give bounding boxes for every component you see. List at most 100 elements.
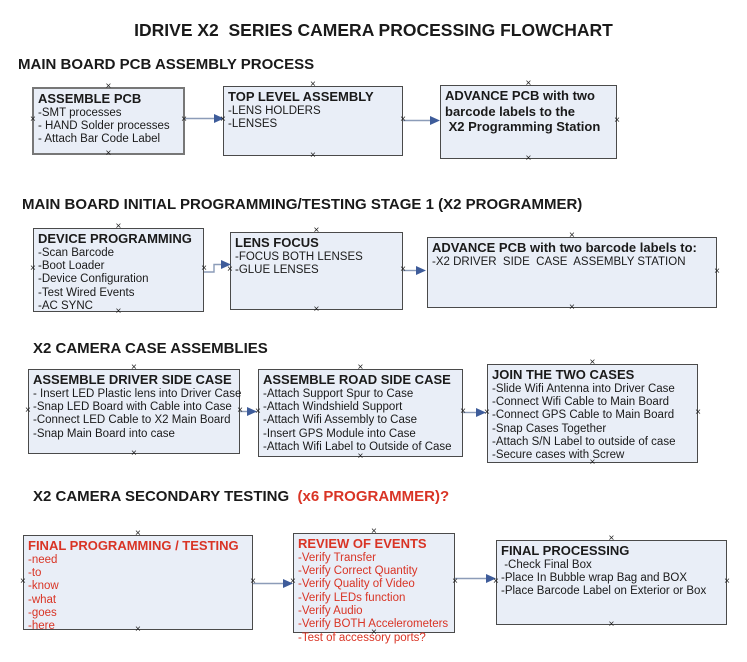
box-item: -Snap Main Board into case bbox=[33, 427, 175, 440]
connection-handle-icon bbox=[20, 577, 26, 587]
box-title: FINAL PROGRAMMING / TESTING bbox=[28, 538, 239, 553]
connector-elbow-arrow bbox=[204, 260, 231, 273]
connection-handle-icon bbox=[250, 577, 256, 587]
connection-handle-icon bbox=[609, 534, 615, 544]
flow-box-device-programming: DEVICE PROGRAMMING -Scan Barcode -Boot L… bbox=[33, 228, 204, 312]
box-item: -need bbox=[28, 553, 58, 566]
box-item: -Verify Correct Quantity bbox=[298, 564, 418, 577]
connection-handle-icon bbox=[371, 527, 377, 537]
connection-handle-icon bbox=[484, 408, 490, 418]
box-item: -Attach Wifi Label to Outside of Case bbox=[263, 440, 452, 453]
box-item: -Test of accessory ports? bbox=[298, 631, 426, 644]
box-item: -Secure cases with Screw bbox=[492, 449, 625, 462]
connection-handle-icon bbox=[30, 264, 36, 274]
box-item: -Test Wired Events bbox=[38, 286, 135, 299]
box-item: -AC SYNC bbox=[38, 299, 93, 312]
flow-box-lens-focus: LENS FOCUS -FOCUS BOTH LENSES -GLUE LENS… bbox=[230, 232, 403, 310]
connection-handle-icon bbox=[314, 226, 320, 236]
connection-handle-icon bbox=[358, 452, 364, 462]
connection-handle-icon bbox=[400, 115, 406, 125]
flow-box-top-level-assembly: TOP LEVEL ASSEMBLY -LENS HOLDERS -LENSES bbox=[223, 86, 403, 156]
box-title-line: barcode labels to the bbox=[445, 103, 576, 119]
box-item: -Attach Windshield Support bbox=[263, 400, 403, 413]
connection-handle-icon bbox=[106, 82, 112, 92]
box-item: -to bbox=[28, 566, 42, 579]
box-item: -Insert GPS Module into Case bbox=[263, 427, 416, 440]
box-item: -Verify LEDs function bbox=[298, 591, 406, 604]
box-title: TOP LEVEL ASSEMBLY bbox=[228, 89, 374, 104]
box-item: -here bbox=[28, 620, 55, 633]
section-header-pcb-assembly: MAIN BOARD PCB ASSEMBLY PROCESS bbox=[18, 56, 315, 73]
connection-handle-icon bbox=[135, 625, 141, 635]
flow-box-final-programming-testing: FINAL PROGRAMMING / TESTING -need -to -k… bbox=[20, 535, 256, 633]
connection-handle-icon bbox=[310, 80, 316, 90]
box-item: -GLUE LENSES bbox=[235, 263, 319, 276]
section-header-black-part: X2 CAMERA SECONDARY TESTING bbox=[33, 488, 298, 505]
connection-handle-icon bbox=[452, 577, 458, 587]
box-item: -Slide Wifi Antenna into Driver Case bbox=[492, 382, 675, 395]
box-item: - Insert LED Plastic lens into Driver Ca… bbox=[33, 387, 242, 400]
box-item: -Boot Loader bbox=[38, 259, 105, 272]
page-title: IDRIVE X2 SERIES CAMERA PROCESSING FLOWC… bbox=[134, 20, 613, 40]
box-item: -Snap LED Board with Cable into Case bbox=[33, 400, 232, 413]
section-header-red-part: (x6 PROGRAMMER)? bbox=[297, 488, 450, 505]
flow-box-advance-pcb-programming-station: ADVANCE PCB with two barcode labels to t… bbox=[440, 85, 617, 159]
connector-arrow bbox=[403, 266, 426, 275]
connection-handle-icon bbox=[135, 529, 141, 539]
connector-arrow bbox=[403, 116, 440, 125]
connector-arrow bbox=[253, 579, 293, 588]
box-item: -Snap Cases Together bbox=[492, 422, 607, 435]
connection-handle-icon bbox=[220, 115, 226, 125]
connection-handle-icon bbox=[569, 231, 575, 241]
box-title: ADVANCE PCB with two barcode labels to: bbox=[432, 240, 697, 255]
box-item: -what bbox=[28, 593, 57, 606]
connection-handle-icon bbox=[181, 115, 187, 125]
connection-handle-icon bbox=[590, 458, 596, 468]
box-title: FINAL PROCESSING bbox=[501, 543, 630, 558]
box-title: ASSEMBLE DRIVER SIDE CASE bbox=[33, 372, 232, 387]
box-item: -Verify Audio bbox=[298, 604, 363, 617]
connection-handle-icon bbox=[131, 449, 137, 459]
box-item: -SMT processes bbox=[38, 106, 122, 119]
connection-handle-icon bbox=[116, 307, 122, 317]
box-title: REVIEW OF EVENTS bbox=[298, 536, 427, 551]
connection-handle-icon bbox=[358, 363, 364, 373]
connection-handle-icon bbox=[695, 408, 701, 418]
flow-box-assemble-driver-side-case: ASSEMBLE DRIVER SIDE CASE - Insert LED P… bbox=[25, 369, 242, 454]
connection-handle-icon bbox=[609, 620, 615, 630]
connection-handle-icon bbox=[106, 149, 112, 159]
flow-box-assemble-road-side-case: ASSEMBLE ROAD SIDE CASE -Attach Support … bbox=[258, 369, 463, 457]
connection-handle-icon bbox=[724, 577, 730, 587]
box-title: DEVICE PROGRAMMING bbox=[38, 231, 192, 246]
flow-box-advance-pcb-driver-side: ADVANCE PCB with two barcode labels to: … bbox=[427, 237, 717, 308]
box-item: -LENSES bbox=[228, 117, 278, 130]
connection-handle-icon bbox=[460, 407, 466, 417]
box-item: - HAND Solder processes bbox=[38, 119, 170, 132]
box-item: -Verify Transfer bbox=[298, 551, 376, 564]
connection-handle-icon bbox=[25, 406, 31, 416]
connection-handle-icon bbox=[314, 305, 320, 315]
box-item: -Verify Quality of Video bbox=[298, 578, 415, 591]
box-item: - Attach Bar Code Label bbox=[38, 133, 161, 146]
box-title: LENS FOCUS bbox=[235, 235, 319, 250]
box-title: JOIN THE TWO CASES bbox=[492, 367, 635, 382]
connection-handle-icon bbox=[614, 116, 620, 126]
section-header-case-assemblies: X2 CAMERA CASE ASSEMBLIES bbox=[33, 340, 268, 357]
connection-handle-icon bbox=[400, 265, 406, 275]
flow-box-review-of-events: REVIEW OF EVENTS -Verify Transfer -Verif… bbox=[290, 533, 458, 644]
box-item: -Device Configuration bbox=[38, 273, 149, 286]
box-item: -Check Final Box bbox=[501, 558, 592, 571]
box-item: -Connect Wifi Cable to Main Board bbox=[492, 395, 670, 408]
connection-handle-icon bbox=[590, 358, 596, 368]
box-item: -Attach Wifi Assembly to Case bbox=[263, 414, 418, 427]
connection-handle-icon bbox=[290, 577, 296, 587]
section-header-secondary-testing: X2 CAMERA SECONDARY TESTING (x6 PROGRAMM… bbox=[33, 488, 449, 505]
connector-arrow bbox=[455, 574, 496, 583]
connection-handle-icon bbox=[371, 628, 377, 638]
box-item: -LENS HOLDERS bbox=[228, 104, 321, 117]
connection-handle-icon bbox=[227, 265, 233, 275]
connection-handle-icon bbox=[714, 267, 720, 277]
box-title-line: X2 Programming Station bbox=[445, 119, 601, 135]
box-item: -Connect LED Cable to X2 Main Board bbox=[33, 414, 231, 427]
